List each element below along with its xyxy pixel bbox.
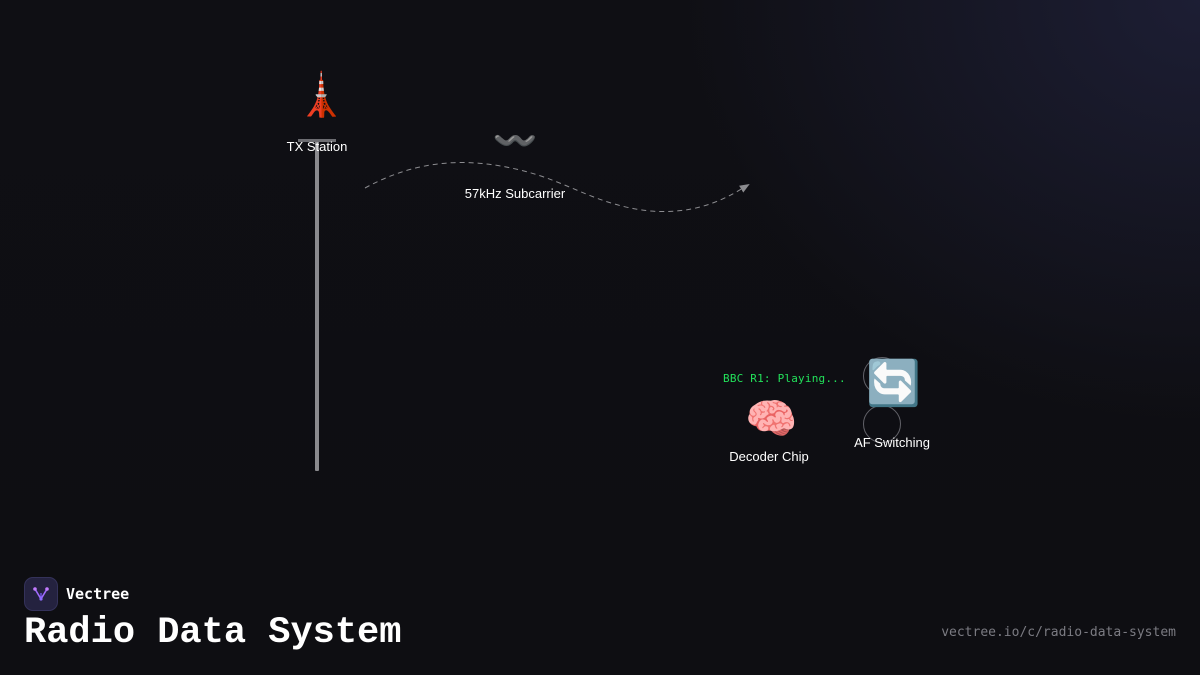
af-ring-top <box>863 357 901 395</box>
refresh-icon: 🔄 <box>866 358 921 409</box>
brand-name: Vectree <box>66 585 130 603</box>
subcarrier-label: 57kHz Subcarrier <box>464 186 566 201</box>
vectree-logo-icon <box>33 587 49 601</box>
decoder-chip-label: Decoder Chip <box>729 449 809 464</box>
antenna-mast <box>315 141 319 471</box>
af-ring-bottom <box>863 405 901 443</box>
brain-icon: 🧠 <box>745 394 798 443</box>
antenna-mast-cap <box>298 139 336 142</box>
decoder-status-text: BBC R1: Playing... <box>723 372 846 385</box>
tx-station-label: TX Station <box>286 139 348 154</box>
wave-icon: 〰️ <box>492 121 538 162</box>
page-url[interactable]: vectree.io/c/radio-data-system <box>941 625 1176 640</box>
brand-logo <box>24 577 58 611</box>
tower-icon: 🗼 <box>295 70 348 119</box>
signal-wave-line <box>364 162 750 213</box>
af-switching-label: AF Switching <box>854 435 930 450</box>
page-title: Radio Data System <box>24 612 402 654</box>
